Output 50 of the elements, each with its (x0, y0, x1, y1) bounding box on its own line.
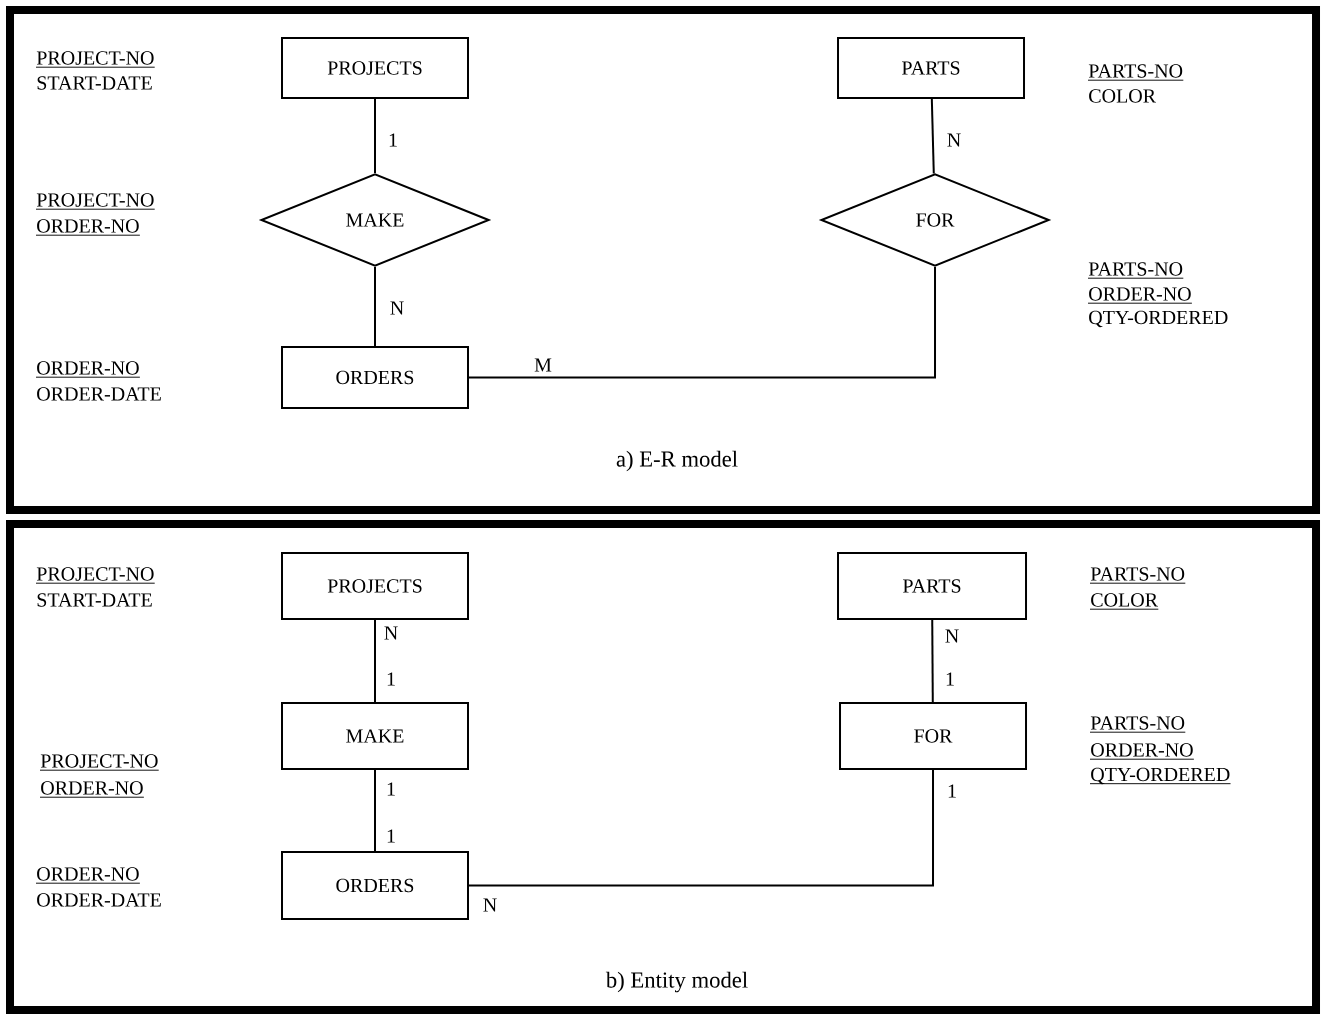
attribute-label: QTY-ORDERED (1089, 310, 1228, 328)
attribute-label: ORDER-DATE (37, 387, 161, 401)
cardinality-label: 1 (384, 671, 398, 687)
entity-box: PARTS (837, 552, 1027, 620)
connector-line (374, 98, 376, 174)
attribute-label: PROJECT-NO (39, 754, 160, 771)
attribute-label: START-DATE (37, 593, 152, 607)
attribute-label: ORDER-DATE (37, 893, 161, 907)
attribute-label: COLOR (1089, 89, 1156, 103)
attribute-label: ORDER-NO (1087, 287, 1193, 304)
attribute-label: PARTS-NO (1087, 64, 1184, 81)
attribute-label: ORDER-NO (39, 781, 145, 798)
connector-line (468, 769, 934, 887)
attribute-label: PROJECT-NO (35, 567, 156, 584)
cardinality-label: M (532, 357, 554, 373)
connector-line (374, 769, 376, 852)
attribute-label: START-DATE (37, 76, 152, 90)
cardinality-label: 1 (943, 671, 957, 687)
connector-line (931, 619, 934, 703)
attribute-label: PROJECT-NO (35, 193, 156, 210)
attribute-label: COLOR (1089, 593, 1159, 610)
cardinality-label: 1 (386, 132, 400, 148)
cardinality-label: N (945, 132, 963, 148)
entity-box: PARTS (837, 37, 1025, 99)
connector-line (468, 266, 936, 379)
attribute-label: ORDER-NO (1089, 743, 1195, 760)
cardinality-label: 1 (384, 781, 398, 797)
attribute-label: QTY-ORDERED (1089, 767, 1231, 785)
attribute-label: PARTS-NO (1089, 716, 1186, 733)
connector-line (374, 619, 376, 703)
entity-box: MAKE (281, 702, 469, 770)
entity-box: PROJECTS (281, 37, 469, 99)
cardinality-label: 1 (945, 783, 959, 799)
attribute-label: ORDER-NO (35, 867, 141, 884)
entity-box: FOR (839, 702, 1027, 770)
attribute-label: ORDER-NO (35, 361, 141, 378)
cardinality-label: 1 (384, 828, 398, 844)
cardinality-label: N (382, 625, 400, 641)
cardinality-label: N (943, 628, 961, 644)
entity-box: ORDERS (281, 346, 469, 409)
connector-line (374, 266, 376, 347)
entity-box: PROJECTS (281, 552, 469, 620)
attribute-label: ORDER-NO (35, 219, 141, 236)
connector-line (930, 98, 935, 175)
entity-box: ORDERS (281, 851, 469, 920)
cardinality-label: N (481, 897, 499, 913)
attribute-label: PARTS-NO (1087, 262, 1184, 279)
attribute-label: PARTS-NO (1089, 567, 1186, 584)
cardinality-label: N (388, 300, 406, 316)
attribute-label: PROJECT-NO (35, 51, 156, 68)
